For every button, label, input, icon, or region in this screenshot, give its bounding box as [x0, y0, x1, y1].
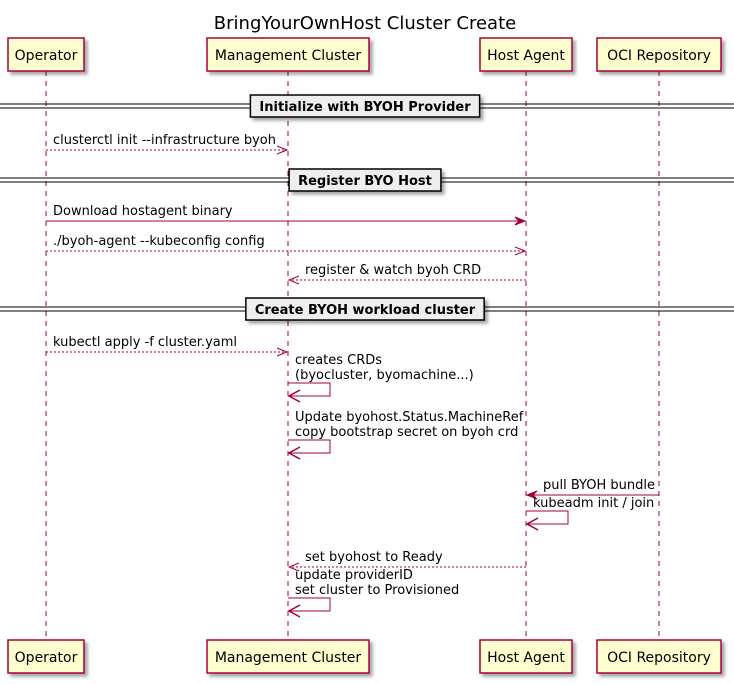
participant-box	[596, 639, 722, 674]
messages: clusterctl init --infrastructure byohDow…	[46, 133, 659, 618]
arrow-head	[287, 562, 300, 572]
divider-label: Initialize with BYOH Provider	[259, 100, 471, 115]
arrow-head	[525, 490, 538, 500]
arrow-head	[287, 446, 301, 460]
divider-box	[288, 168, 442, 192]
participant-label: Operator	[15, 48, 78, 64]
divider-box	[249, 94, 481, 118]
message-label: Update byohost.Status.MachineRef	[295, 410, 524, 425]
participant-box	[206, 639, 370, 674]
arrow-head	[514, 246, 527, 256]
divider-box	[245, 297, 485, 321]
message-label: kubeadm init / join	[533, 496, 654, 511]
participant-box	[7, 639, 85, 674]
message-label: register & watch byoh CRD	[305, 263, 481, 278]
participant-label: Management Cluster	[215, 650, 362, 666]
participant-box	[596, 37, 722, 72]
divider-label: Create BYOH workload cluster	[255, 303, 476, 318]
diagram-title: BringYourOwnHost Cluster Create	[214, 13, 516, 34]
participant-label: Host Agent	[487, 650, 565, 666]
participant-mgmt-bottom: Management Cluster	[206, 639, 370, 674]
arrow-head	[276, 347, 289, 357]
message-label: creates CRDs	[295, 353, 382, 368]
message-label: Download hostagent binary	[53, 204, 233, 219]
message-label: set byohost to Ready	[305, 550, 443, 565]
message-label: update providerID	[295, 568, 413, 583]
participant-box	[7, 37, 85, 72]
message-label: copy bootstrap secret on byoh crd	[295, 425, 518, 440]
arrow-head	[514, 216, 527, 226]
participant-oci-top: OCI Repository	[596, 37, 722, 72]
participant-label: OCI Repository	[607, 48, 711, 64]
message-m1: clusterctl init --infrastructure byoh	[46, 133, 289, 155]
lifelines	[45, 71, 660, 640]
arrow-head	[276, 145, 289, 155]
message-label: kubectl apply -f cluster.yaml	[53, 335, 237, 350]
message-m2: Download hostagent binary	[46, 204, 527, 226]
participant-agent-bottom: Host Agent	[479, 639, 573, 674]
participant-label: Management Cluster	[215, 48, 362, 64]
participant-operator-top: Operator	[7, 37, 85, 72]
participant-oci-bottom: OCI Repository	[596, 639, 722, 674]
participants-bottom: Operator Management Cluster Host Agent OCI …	[7, 639, 722, 674]
message-label: clusterctl init --infrastructure byoh	[53, 133, 276, 148]
divider-init: Initialize with BYOH Provider	[0, 94, 734, 118]
participants-top: Operator Management Cluster Host Agent OCI …	[7, 37, 722, 72]
divider-label: Register BYO Host	[298, 174, 432, 189]
self-arrow	[288, 597, 331, 612]
message-m5: kubectl apply -f cluster.yaml	[46, 335, 289, 357]
participant-label: Operator	[15, 650, 78, 666]
participant-operator-bottom: Operator	[7, 639, 85, 674]
message-label: ./byoh-agent --kubeconfig config	[53, 234, 265, 249]
divider-register: Register BYO Host	[0, 168, 734, 192]
participant-box	[479, 37, 573, 72]
message-label: (byocluster, byomachine...)	[295, 368, 474, 383]
arrow-head	[525, 517, 539, 531]
message-m6: creates CRDs(byocluster, byomachine...)	[287, 353, 474, 403]
arrow-head	[287, 389, 301, 403]
self-arrow	[288, 382, 331, 397]
message-label: set cluster to Provisioned	[295, 583, 459, 598]
participant-agent-top: Host Agent	[479, 37, 573, 72]
message-m9: kubeadm init / join	[525, 496, 654, 531]
message-m10: set byohost to Ready	[287, 550, 526, 572]
self-arrow	[288, 439, 331, 454]
message-m4: register & watch byoh CRD	[287, 263, 526, 285]
divider-create: Create BYOH workload cluster	[0, 297, 734, 321]
participant-box	[206, 37, 370, 72]
self-arrow	[526, 510, 569, 525]
participant-label: Host Agent	[487, 48, 565, 64]
arrow-head	[287, 275, 300, 285]
message-m8: pull BYOH bundle	[525, 478, 659, 500]
arrow-head	[287, 604, 301, 618]
participant-label: OCI Repository	[607, 650, 711, 666]
message-m3: ./byoh-agent --kubeconfig config	[46, 234, 527, 256]
participant-mgmt-top: Management Cluster	[206, 37, 370, 72]
participant-box	[479, 639, 573, 674]
message-label: pull BYOH bundle	[543, 478, 655, 493]
